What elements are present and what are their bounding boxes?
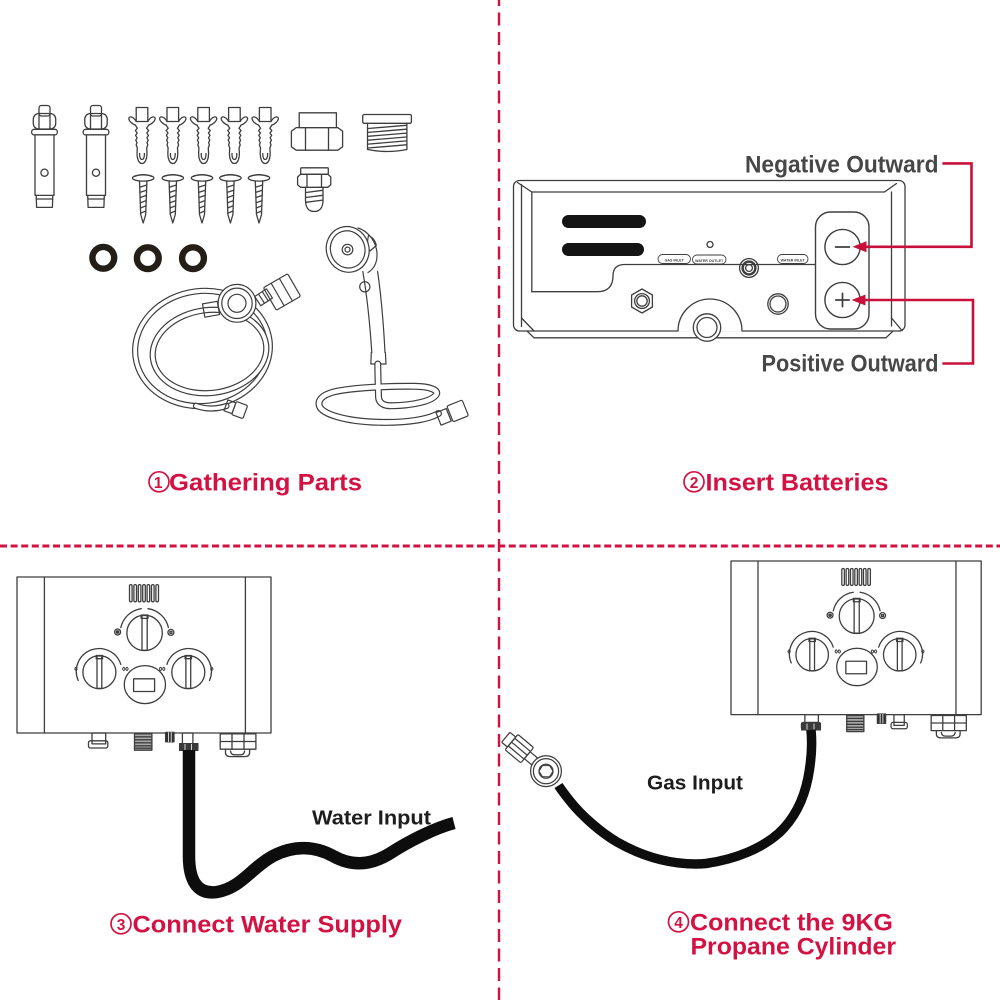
svg-text:3: 3 [117, 917, 126, 934]
svg-text:4: 4 [674, 915, 683, 932]
svg-text:WATER INLET: WATER INLET [781, 258, 806, 262]
svg-text:Water Input: Water Input [312, 808, 431, 830]
svg-text:1: 1 [154, 475, 163, 492]
svg-text:GAS INLET: GAS INLET [665, 258, 685, 262]
svg-text:Insert Batteries: Insert Batteries [706, 470, 889, 497]
svg-text:Connect Water Supply: Connect Water Supply [133, 912, 403, 939]
svg-text:2: 2 [690, 475, 699, 492]
svg-text:Connect the 9KG: Connect the 9KG [690, 910, 893, 937]
svg-text:WATER OUTLET: WATER OUTLET [695, 259, 724, 263]
svg-text:Propane Cylinder: Propane Cylinder [691, 934, 897, 961]
svg-text:Gathering Parts: Gathering Parts [169, 470, 362, 497]
svg-text:Gas Input: Gas Input [647, 773, 743, 795]
svg-text:Positive Outward: Positive Outward [762, 351, 939, 378]
svg-text:Negative Outward: Negative Outward [745, 152, 939, 179]
